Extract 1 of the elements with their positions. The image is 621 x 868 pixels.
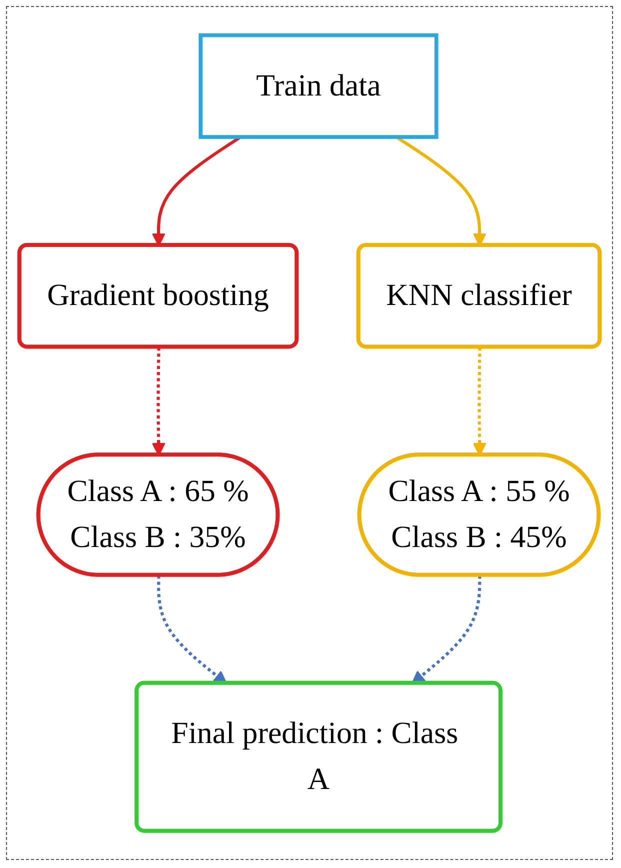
- node-box: Train data: [198, 33, 438, 139]
